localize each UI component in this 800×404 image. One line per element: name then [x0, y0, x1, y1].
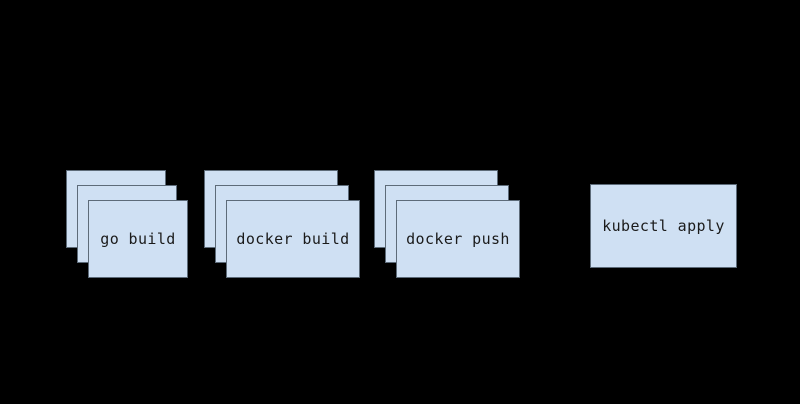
node-docker-build[interactable]: docker build	[226, 200, 360, 278]
node-docker-push[interactable]: docker push	[396, 200, 520, 278]
node-label: docker push	[406, 229, 510, 248]
node-label: go build	[100, 229, 176, 248]
node-go-build[interactable]: go build	[88, 200, 188, 278]
node-label: docker build	[236, 229, 350, 248]
node-label: kubectl apply	[602, 216, 725, 235]
node-kubectl-apply[interactable]: kubectl apply	[590, 184, 737, 268]
